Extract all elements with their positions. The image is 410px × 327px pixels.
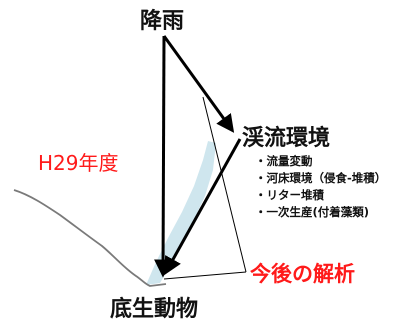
arrow-rain-to-benthos xyxy=(154,35,173,278)
label-future-analysis: 今後の解析 xyxy=(250,262,355,286)
list-item: ・リター堆積 xyxy=(255,188,324,202)
environment-factor-list: ・流量変動 ・河床環境（侵食-堆積） ・リター堆積 ・一次生産(付着藻類) xyxy=(255,153,386,221)
thin-line-upper xyxy=(202,96,247,273)
node-rain: 降雨 xyxy=(140,9,185,34)
terrain-line xyxy=(13,189,167,287)
stream-band xyxy=(146,141,216,285)
label-h29: H29年度 xyxy=(38,151,119,175)
node-benthos: 底生動物 xyxy=(110,297,199,322)
thin-line-lower xyxy=(163,271,247,280)
list-item: ・一次生産(付着藻類) xyxy=(255,205,370,219)
arrow-environment-to-benthos xyxy=(164,138,242,276)
list-item: ・河床環境（侵食-堆積） xyxy=(255,171,387,185)
list-item: ・流量変動 xyxy=(255,154,313,168)
arrow-rain-to-environment xyxy=(162,35,235,133)
node-stream-environment: 渓流環境 xyxy=(242,126,331,151)
